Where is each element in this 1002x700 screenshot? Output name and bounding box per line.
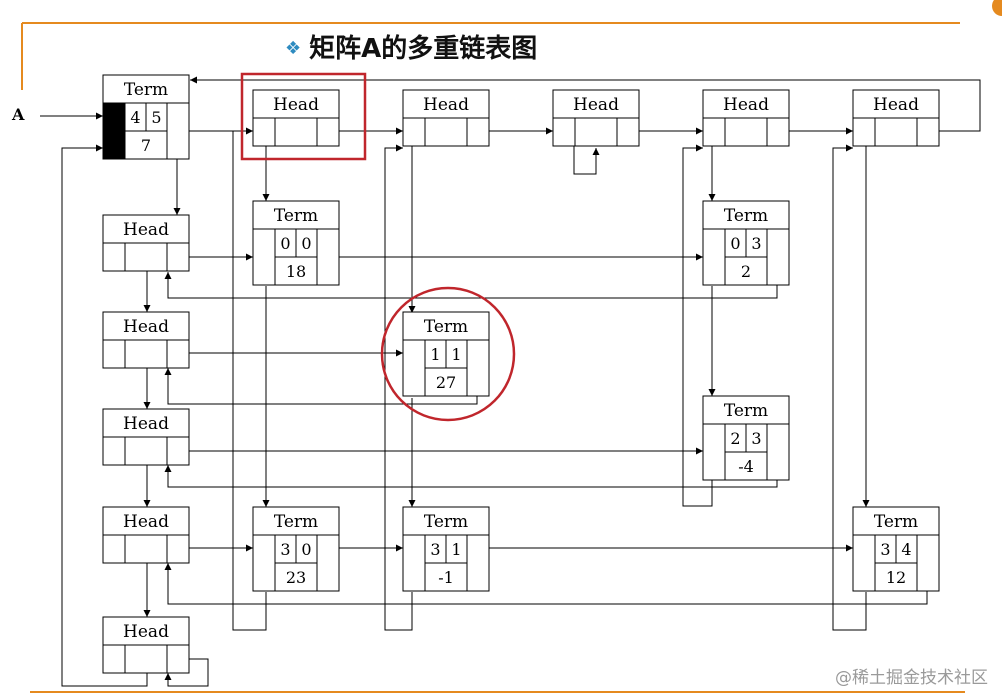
term-row: 3 (430, 540, 440, 559)
row-head-2: Head (102, 408, 190, 466)
row-head-0: Head (102, 214, 190, 272)
term-value: 12 (886, 568, 906, 587)
col-head-4: Head (852, 89, 940, 147)
term-value: -1 (438, 568, 454, 587)
col-head-1: Head (402, 89, 490, 147)
highlight-circle (380, 286, 516, 422)
term-value: 23 (286, 568, 306, 587)
term-label: Term (724, 206, 768, 226)
term-label: Term (274, 512, 318, 532)
term-value: 7 (141, 136, 151, 155)
slide-title: ❖ 矩阵A的多重链表图 (285, 28, 537, 65)
term-label: Term (424, 317, 468, 337)
term-col: 0 (301, 540, 311, 559)
term-row: 0 (280, 234, 290, 253)
highlight-box (240, 72, 367, 161)
row-head-3: Head (102, 506, 190, 564)
head-label: Head (123, 317, 169, 337)
term-label: Term (274, 206, 318, 226)
head-label: Head (123, 220, 169, 240)
term-col: 4 (901, 540, 911, 559)
pointer-label-a: A (11, 105, 25, 124)
col-head-0: Head (252, 89, 340, 147)
head-label: Head (723, 95, 769, 115)
term-label: Term (424, 512, 468, 532)
term-row: 4 (130, 108, 140, 127)
term-row: 3 (880, 540, 890, 559)
head-label: Head (573, 95, 619, 115)
col-head-2: Head (552, 89, 640, 147)
term-label: Term (124, 80, 168, 100)
head-label: Head (273, 95, 319, 115)
term-value: 18 (286, 262, 306, 281)
title-text: 矩阵A的多重链表图 (309, 34, 538, 64)
head-label: Head (123, 414, 169, 434)
links (61, 76, 981, 687)
head-label: Head (123, 512, 169, 532)
diamond-bullet-icon: ❖ (285, 38, 302, 59)
term-col: 3 (751, 429, 761, 448)
watermark: @稀土掘金技术社区 (835, 668, 988, 688)
term-col: 5 (151, 108, 161, 127)
term-value: -4 (738, 457, 754, 476)
term-row: 2 (730, 429, 740, 448)
term-row: 3 (280, 540, 290, 559)
slide-accent-lines (21, 0, 1002, 693)
term-row: 1 (430, 345, 440, 364)
term-label: Term (874, 512, 918, 532)
term-row: 0 (730, 234, 740, 253)
term-col: 1 (451, 345, 461, 364)
term-value: 2 (741, 262, 751, 281)
head-label: Head (123, 622, 169, 642)
row-head-4: Head (102, 616, 190, 674)
term-value: 27 (436, 373, 456, 392)
term-col: 0 (301, 234, 311, 253)
term-label: Term (724, 401, 768, 421)
col-head-3: Head (702, 89, 790, 147)
term-col: 1 (451, 540, 461, 559)
head-label: Head (873, 95, 919, 115)
row-head-1: Head (102, 311, 190, 369)
head-label: Head (423, 95, 469, 115)
term-col: 3 (751, 234, 761, 253)
